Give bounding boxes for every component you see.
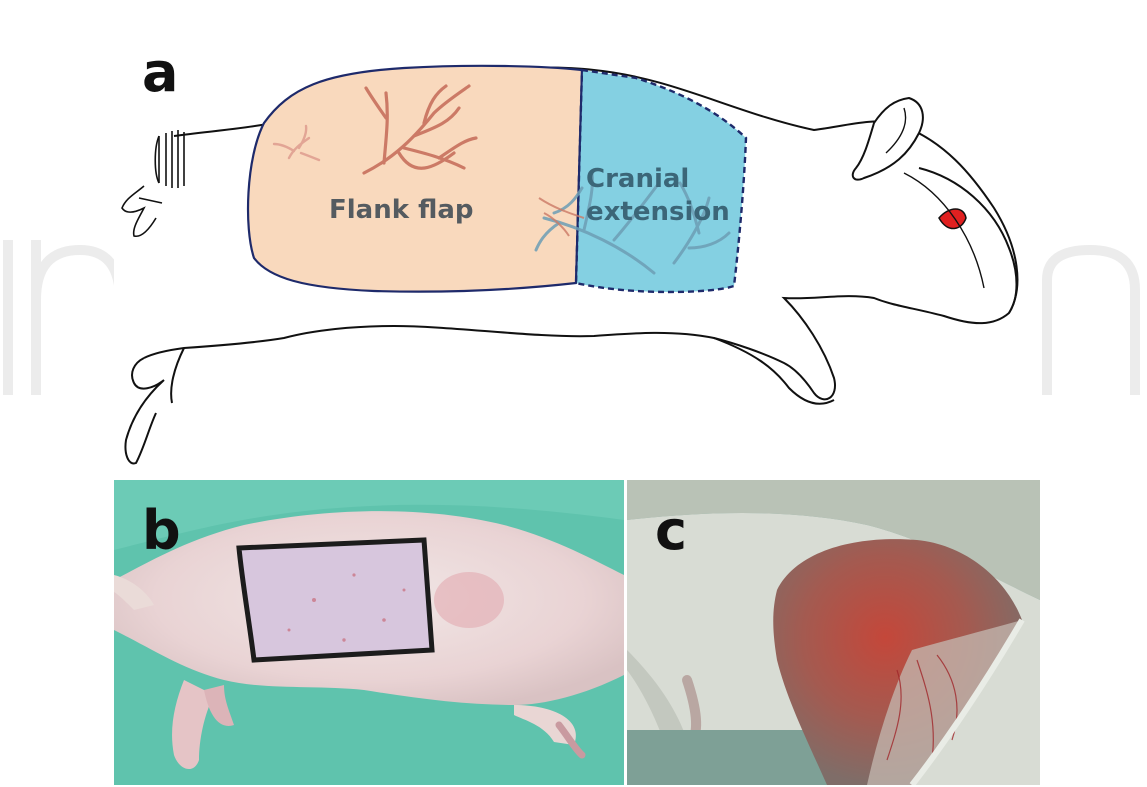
panel-letter-c: c [655, 504, 687, 558]
ear-outline [853, 98, 923, 180]
panel-c-photo: c [627, 480, 1040, 785]
flank-flap-label: Flank flap [329, 194, 474, 227]
panel-a-diagram: a Flank flap Cranial extension [114, 8, 1040, 476]
rat-line-drawing [114, 8, 1040, 476]
panel-letter-b: b [142, 504, 181, 558]
flap-marking [239, 540, 432, 660]
tail-stub [155, 130, 184, 188]
panel-letter-a: a [142, 46, 178, 100]
hind-leg-outline [125, 348, 184, 463]
eye [939, 209, 966, 229]
cranial-extension-label: Cranial extension [586, 163, 730, 228]
raised-flap-photo [627, 480, 1040, 785]
hind-paw-outline [122, 186, 162, 236]
panel-b-photo: b [114, 480, 624, 785]
marked-flap-photo [114, 480, 624, 785]
flank-flap-region [248, 66, 582, 292]
